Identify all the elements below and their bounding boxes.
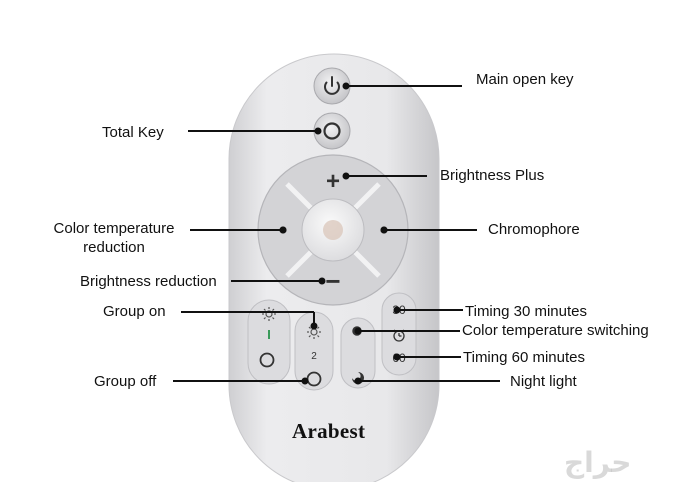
group-2-number: 2	[311, 351, 317, 362]
center-icon	[323, 220, 343, 240]
label-chromophore: Chromophore	[488, 221, 580, 238]
label-main-open-key: Main open key	[476, 71, 574, 88]
label-group-off: Group off	[94, 373, 157, 390]
label-group-on: Group on	[103, 303, 166, 320]
label-color-temperature-switching: Color temperature switching	[462, 322, 649, 339]
label-night-light: Night light	[510, 373, 577, 390]
label-brightness-reduction: Brightness reduction	[80, 273, 217, 290]
color-night-pill	[340, 317, 376, 389]
brand-name: Arabest	[292, 419, 366, 443]
power-icon	[324, 76, 340, 95]
label-color-temperature-reduction-line1: Color temperature	[53, 220, 175, 237]
ring-icon	[323, 122, 341, 140]
group-off-left-icon	[259, 352, 275, 368]
minus-glyph: −	[325, 266, 340, 296]
label-timing-30: Timing 30 minutes	[465, 303, 587, 320]
label-color-temperature-reduction-line2: reduction	[83, 239, 145, 256]
label-total-key: Total Key	[102, 124, 164, 141]
label-timing-60: Timing 60 minutes	[463, 349, 585, 366]
plus-glyph: +	[326, 168, 340, 195]
label-color-temperature-reduction: Color temperature reduction	[44, 219, 184, 257]
watermark: حراج	[564, 446, 632, 479]
label-brightness-plus: Brightness Plus	[440, 167, 545, 184]
group-1-led-icon	[268, 330, 270, 339]
group-left-pill	[247, 299, 291, 385]
